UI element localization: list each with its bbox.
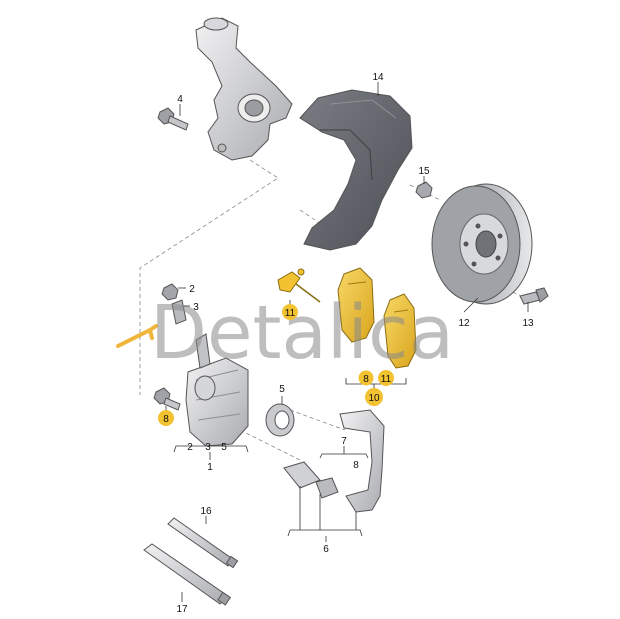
watermark-text: Detalica <box>150 290 454 376</box>
callout-8-pad-bg <box>358 370 374 386</box>
caliper-carrier <box>339 409 385 513</box>
bracket-1 <box>173 445 249 453</box>
brake-caliper <box>185 333 249 447</box>
assembly-line-bushing <box>289 409 346 431</box>
callout-16: 16 <box>200 506 212 517</box>
callout-7: 7 <box>341 436 347 447</box>
callout-12: 12 <box>458 318 470 329</box>
callout-8-bottom: 8 <box>353 460 359 471</box>
wrench-icon <box>116 324 158 348</box>
callout-15: 15 <box>418 166 430 177</box>
bracket-7-8 <box>319 453 369 459</box>
steering-knuckle <box>195 17 293 161</box>
brake-disc <box>431 183 533 305</box>
callout-8-left-bg <box>158 410 174 426</box>
callout-2-bottom: 2 <box>187 442 193 453</box>
callout-10-bg <box>365 388 383 406</box>
leader-6-drops <box>299 486 357 530</box>
callout-6: 6 <box>323 544 329 555</box>
callout-11-pad-bg <box>378 370 394 386</box>
callout-1: 1 <box>207 462 213 473</box>
callout-3-bottom: 3 <box>205 442 211 453</box>
bleed-screw-2 <box>161 283 179 301</box>
callout-14: 14 <box>372 72 384 83</box>
callout-5-top: 5 <box>279 384 285 395</box>
wear-sensor <box>277 268 321 303</box>
guide-pin <box>283 461 339 499</box>
bracket-6 <box>287 529 363 537</box>
bolt-13 <box>519 287 549 305</box>
callout-17: 17 <box>176 604 188 615</box>
bolt-15 <box>415 181 433 199</box>
bolt-4 <box>157 107 189 131</box>
callout-8-pad: 8 <box>363 374 369 385</box>
callout-2-top: 2 <box>189 284 195 295</box>
callout-10: 10 <box>368 393 380 404</box>
brake-pad-inner <box>383 293 417 369</box>
callout-3-top: 3 <box>193 302 199 313</box>
callout-11-pad: 11 <box>381 374 392 385</box>
seal-ring <box>265 403 295 437</box>
callout-13: 13 <box>522 318 534 329</box>
assembly-line-knuckle <box>139 159 279 395</box>
grease-tube-16 <box>167 517 239 569</box>
leader-12 <box>463 297 479 313</box>
grease-tube-17 <box>143 543 232 606</box>
bolt-8 <box>153 387 181 411</box>
callout-11-top: 11 <box>285 308 296 319</box>
callout-5-bottom: 5 <box>221 442 227 453</box>
bracket-10 <box>345 378 407 385</box>
assembly-line-caliper <box>239 429 301 461</box>
cap-3 <box>171 299 187 325</box>
brake-pad-outer <box>337 267 375 343</box>
callout-4: 4 <box>177 94 183 105</box>
splash-shield <box>299 89 413 251</box>
watermark: Detalica <box>116 290 454 376</box>
callout-8-left: 8 <box>163 414 169 425</box>
callout-11-top-bg <box>282 304 298 320</box>
